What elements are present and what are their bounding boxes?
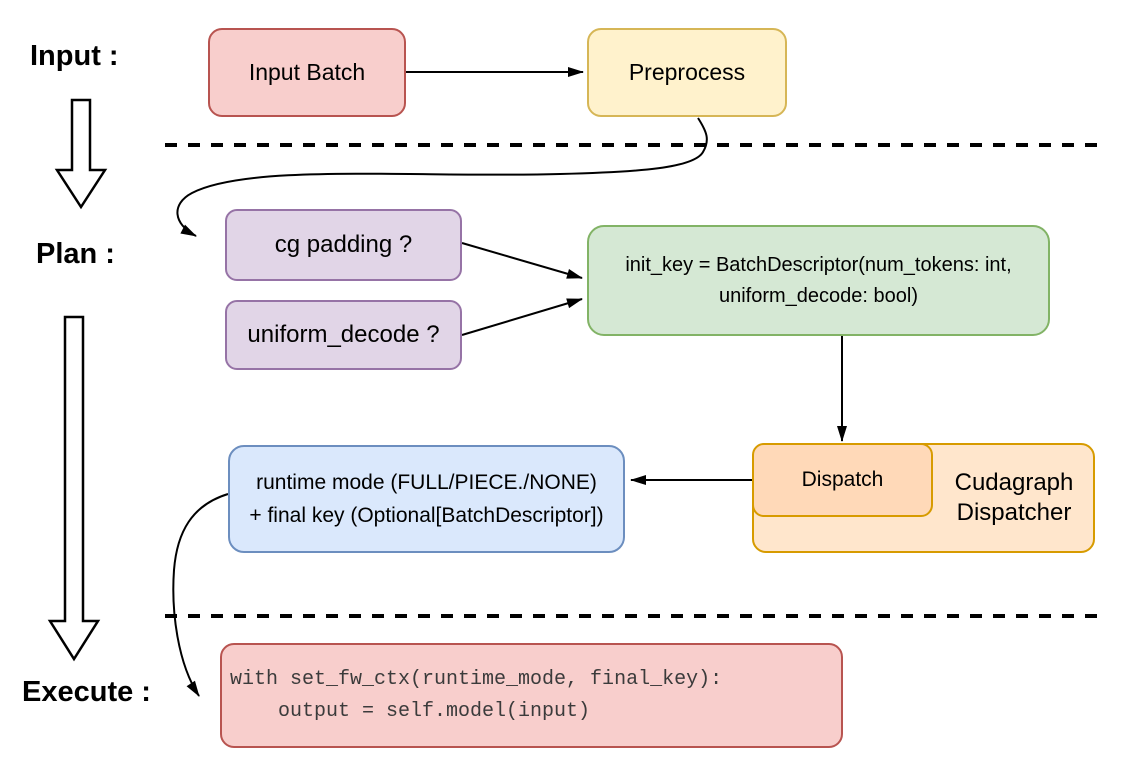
cudagraph-dispatcher-line1: Cudagraph	[954, 469, 1074, 496]
cudagraph-dispatcher-label: Cudagraph Dispatcher	[933, 443, 1095, 553]
phase-arrow-input-to-plan-icon	[54, 98, 108, 210]
init-key-line2: uniform_decode: bool)	[718, 284, 918, 307]
arrow-preprocess-to-cg-padding	[176, 117, 708, 237]
cg-padding-node: cg padding ?	[225, 209, 462, 281]
arrow-uniform-decode-to-init-key	[461, 298, 583, 336]
execute-code-line2: output = self.model(input)	[230, 699, 591, 723]
arrow-cg-padding-to-init-key	[461, 242, 583, 279]
cg-padding-label: cg padding ?	[274, 230, 413, 258]
execute-code-node: with set_fw_ctx(runtime_mode, final_key)…	[220, 643, 843, 748]
execute-phase-label: Execute :	[22, 676, 151, 708]
preprocess-node: Preprocess	[587, 28, 787, 117]
uniform-decode-node: uniform_decode ?	[225, 300, 462, 370]
arrow-runtime-mode-to-execute-code	[172, 493, 229, 697]
execute-code-line1: with set_fw_ctx(runtime_mode, final_key)…	[230, 667, 723, 691]
init-key-node: init_key = BatchDescriptor(num_tokens: i…	[587, 225, 1050, 336]
input-batch-label: Input Batch	[248, 58, 366, 85]
uniform-decode-label: uniform_decode ?	[247, 320, 440, 348]
runtime-mode-line1: runtime mode (FULL/PIECE./NONE)	[256, 471, 597, 494]
runtime-mode-line2: + final key (Optional[BatchDescriptor])	[249, 504, 604, 527]
cudagraph-dispatcher-line2: Dispatcher	[956, 499, 1072, 526]
input-batch-node: Input Batch	[208, 28, 406, 117]
dispatch-label: Dispatch	[801, 467, 884, 491]
init-key-line1: init_key = BatchDescriptor(num_tokens: i…	[625, 253, 1012, 276]
plan-phase-label: Plan :	[36, 238, 115, 270]
runtime-mode-node: runtime mode (FULL/PIECE./NONE) + final …	[228, 445, 625, 553]
dispatch-node: Dispatch	[752, 443, 933, 517]
input-phase-label: Input :	[30, 40, 119, 72]
phase-arrow-plan-to-execute-icon	[47, 315, 101, 662]
preprocess-label: Preprocess	[628, 58, 746, 85]
